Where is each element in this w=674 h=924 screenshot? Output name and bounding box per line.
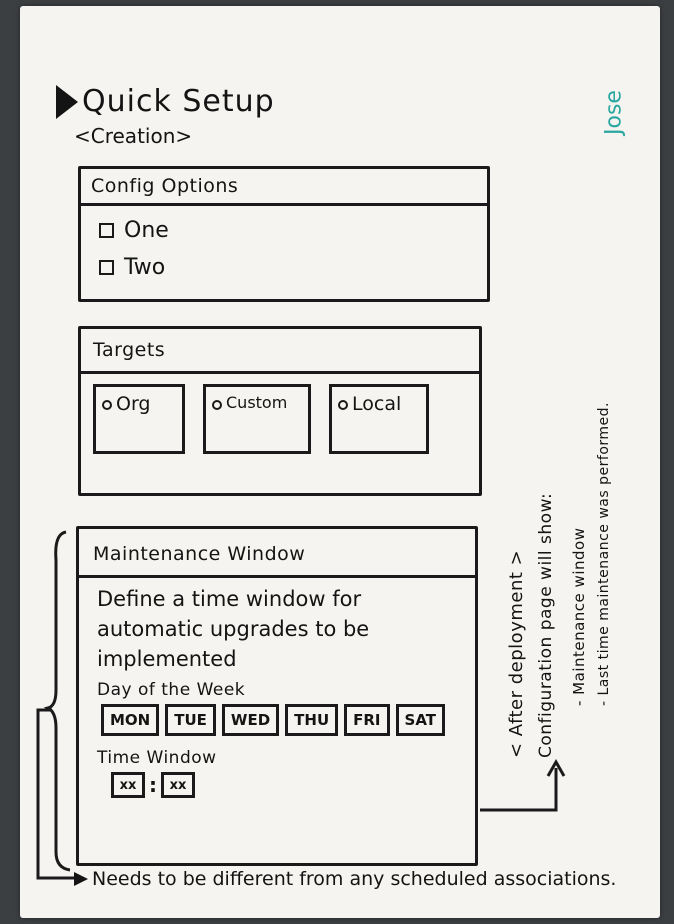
config-page-note: Configuration page will show: (536, 492, 556, 758)
day-selector: MON TUE WED THU FRI SAT (79, 704, 475, 740)
footnote-arrow-icon (74, 872, 88, 886)
page-title-text: Quick Setup (82, 84, 275, 119)
config-option-two[interactable]: Two (81, 249, 487, 286)
maintenance-window-panel: Maintenance Window Define a time window … (76, 526, 478, 866)
time-window-inputs: xx : xx (79, 772, 475, 798)
page-subtitle: <Creation> (74, 124, 193, 148)
author-signature: Jose (601, 90, 627, 135)
time-separator: : (149, 773, 157, 797)
target-option-local[interactable]: Local (329, 384, 429, 454)
target-option-custom[interactable]: Custom (203, 384, 311, 454)
target-option-label: Custom (226, 393, 288, 412)
day-button-sat[interactable]: SAT (395, 704, 445, 736)
maintenance-window-title: Maintenance Window (79, 529, 475, 578)
target-option-label: Org (116, 393, 151, 415)
radio-button[interactable] (102, 400, 112, 410)
checkbox[interactable] (99, 260, 114, 275)
radio-button[interactable] (212, 400, 222, 410)
day-button-wed[interactable]: WED (221, 704, 280, 736)
footnote: Needs to be different from any scheduled… (92, 868, 617, 890)
radio-button[interactable] (338, 400, 348, 410)
maintenance-description: Define a time window for automatic upgra… (97, 587, 370, 671)
target-option-org[interactable]: Org (93, 384, 185, 454)
targets-title: Targets (81, 329, 479, 374)
config-option-one[interactable]: One (81, 212, 487, 249)
day-button-thu[interactable]: THU (285, 704, 339, 736)
checkbox[interactable] (99, 223, 114, 238)
day-button-mon[interactable]: MON (101, 704, 160, 736)
time-window-label: Time Window (97, 748, 217, 768)
day-button-tue[interactable]: TUE (165, 704, 216, 736)
page-title: Quick Setup (56, 84, 275, 119)
play-icon (56, 84, 78, 119)
config-option-label: One (124, 218, 169, 243)
targets-panel: Targets Org Custom Local (78, 326, 482, 496)
targets-options: Org Custom Local (81, 374, 479, 464)
config-note-bullet-1: - Maintenance window (570, 527, 588, 706)
config-options-title: Config Options (81, 169, 487, 206)
time-minute-input[interactable]: xx (161, 772, 195, 798)
day-button-fri[interactable]: FRI (344, 704, 390, 736)
target-option-label: Local (352, 393, 402, 415)
config-note-bullet-2: - Last time maintenance was performed. (596, 402, 612, 706)
config-options-panel: Config Options One Two (78, 166, 490, 302)
config-option-label: Two (124, 255, 166, 280)
time-hour-input[interactable]: xx (111, 772, 145, 798)
day-of-week-label: Day of the Week (97, 680, 246, 700)
after-deployment-note: < After deployment > (506, 549, 527, 758)
